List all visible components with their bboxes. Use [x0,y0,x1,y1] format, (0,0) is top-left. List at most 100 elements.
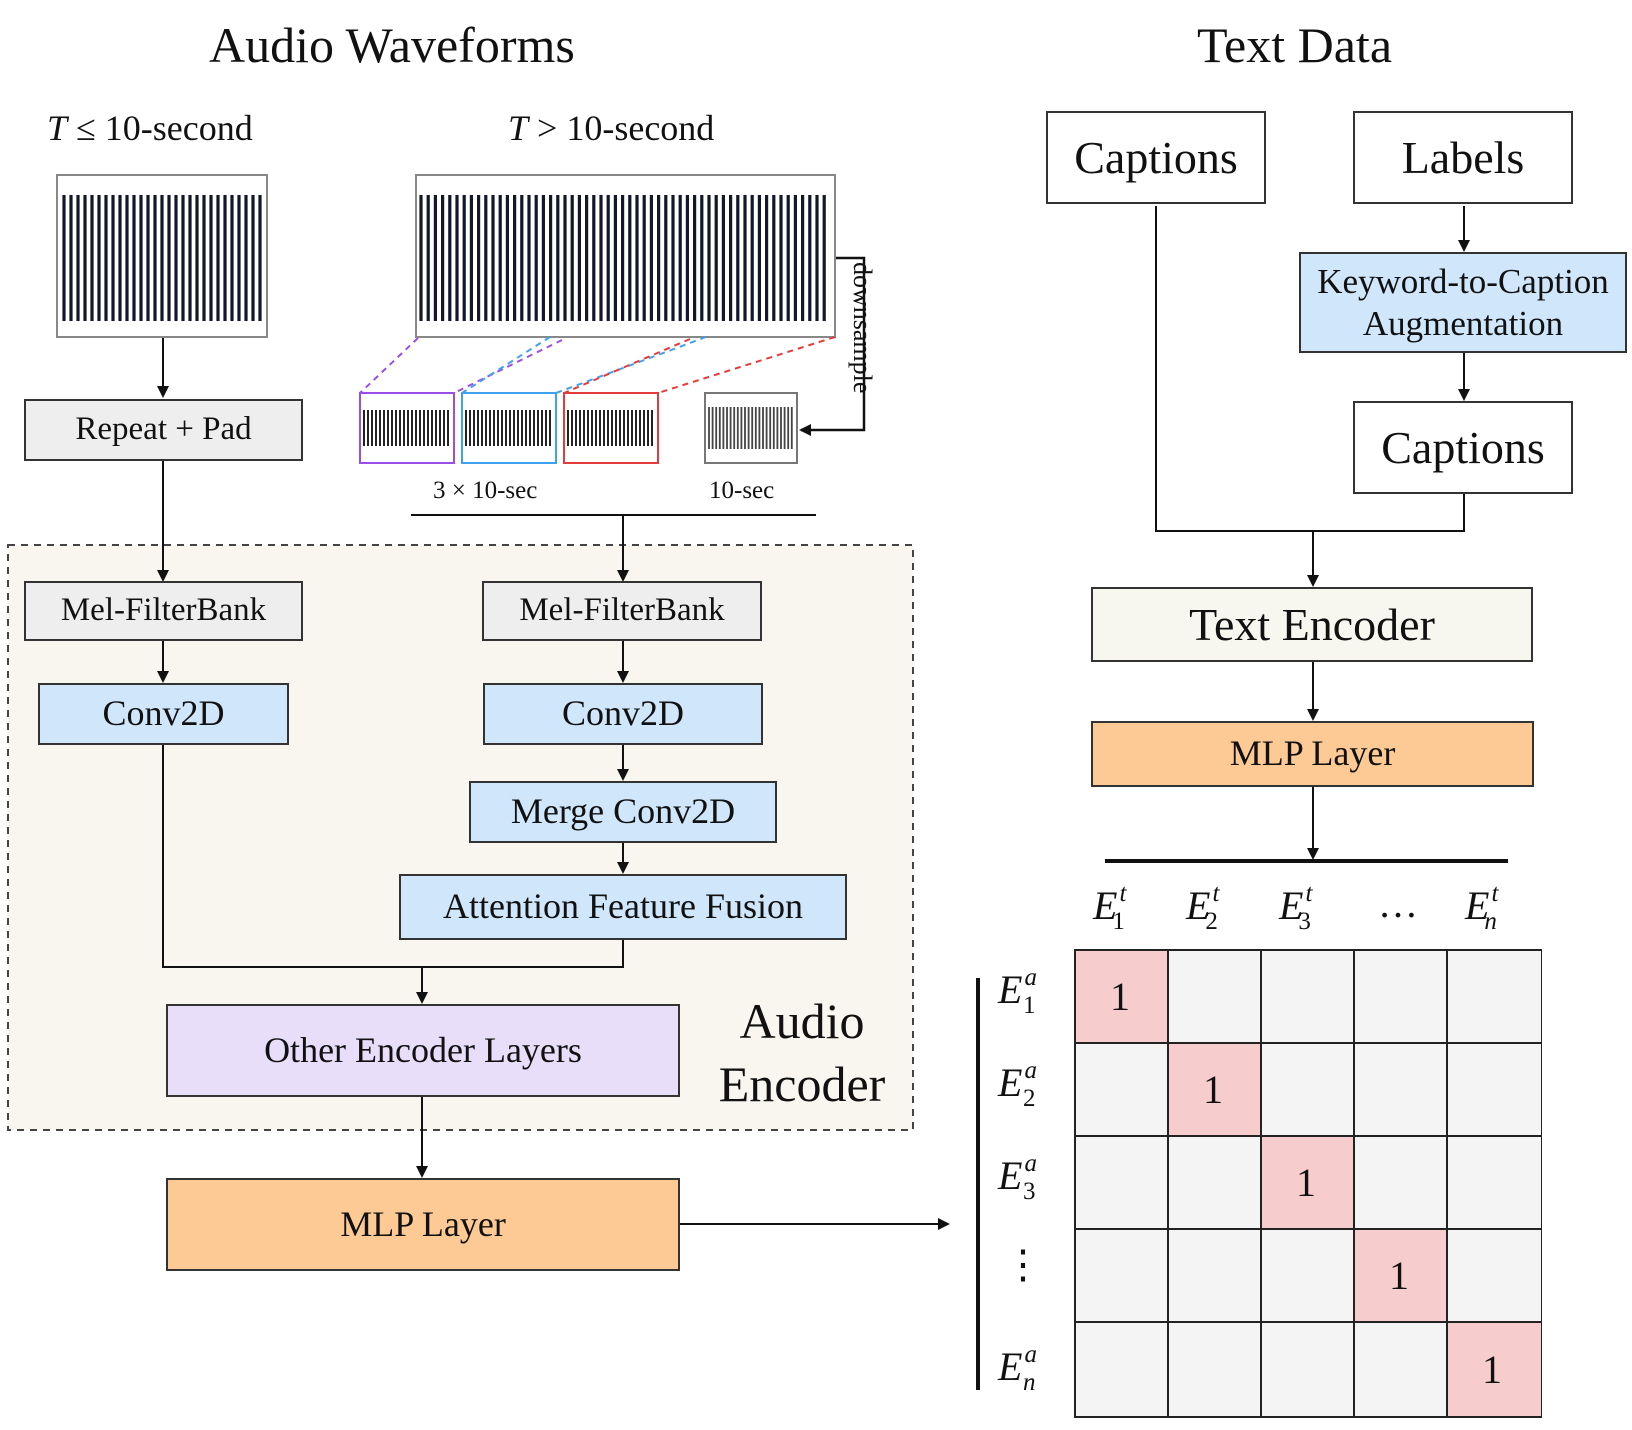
condition-variable: T [508,108,529,148]
audio-mlp-layer-box: MLP Layer [166,1178,680,1271]
merge-conv2d-box: Merge Conv2D [469,781,777,843]
attention-feature-fusion-box: Attention Feature Fusion [399,874,847,940]
labels-box: Labels [1353,111,1573,204]
matrix-cell [1448,951,1541,1044]
embedding-ellipsis: … [1378,881,1418,926]
embedding-base: E [1186,883,1211,928]
embedding-index: 1 [1112,908,1125,935]
matrix-cell-diagonal: 1 [1169,1044,1262,1137]
matrix-cell [1355,951,1448,1044]
mel-filterbank-left: Mel-FilterBank [24,581,303,641]
text-data-title: Text Data [1197,17,1393,73]
connector-captions-merge [1155,206,1465,532]
matrix-cell [1262,951,1355,1044]
audio-encoder-label-line2: Encoder [718,1055,886,1112]
embedding-base: E [998,1344,1023,1389]
matrix-cell [1076,1137,1169,1230]
matrix-cell-diagonal: 1 [1448,1323,1541,1416]
embedding-base: E [1279,883,1304,928]
matrix-cell [1169,1137,1262,1230]
audio-encoder-label: Audio Encoder [716,990,888,1115]
condition-relation: ≤ [76,108,96,148]
embedding-index: 2 [1205,908,1218,935]
text-mlp-layer-box: MLP Layer [1091,721,1534,787]
embedding-label: Et1 [1093,881,1137,934]
chunk-waveforms [363,407,793,449]
embedding-modality: a [1024,1150,1037,1177]
embedding-index: 3 [1022,1178,1036,1205]
matrix-cell [1262,1323,1355,1416]
conv2d-right: Conv2D [483,683,763,745]
embedding-base: E [1465,883,1490,928]
chunk-1-map-left [359,337,419,394]
chunk-2-map-right [555,336,707,394]
matrix-cell [1076,1323,1169,1416]
audio-waveforms-title: Audio Waveforms [209,17,575,73]
repeat-pad-box: Repeat + Pad [24,399,303,461]
embedding-index: 3 [1298,908,1311,935]
embedding-index: 1 [1022,992,1036,1019]
downsampled-chunk-frame [704,392,798,464]
matrix-cell-diagonal: 1 [1355,1230,1448,1323]
matrix-cell [1076,1230,1169,1323]
matrix-cell [1355,1044,1448,1137]
matrix-cell-diagonal: 1 [1076,951,1169,1044]
embedding-modality: a [1024,1341,1037,1368]
matrix-cell [1355,1323,1448,1416]
matrix-cell [1448,1137,1541,1230]
matrix-cell [1262,1230,1355,1323]
embedding-label: Ea1 [998,965,1047,1018]
chunks-label: 3 × 10-sec [433,477,538,504]
text-encoder-box: Text Encoder [1091,587,1533,662]
embedding-index: 2 [1022,1085,1036,1112]
matrix-cell-diagonal: 1 [1262,1137,1355,1230]
embedding-modality: t [1212,880,1220,907]
matrix-cell [1169,1323,1262,1416]
condition-relation: > [537,108,558,148]
embedding-label: Ean [998,1342,1047,1395]
embedding-base: E [1093,883,1118,928]
chunk-1-map-right [453,339,563,394]
short-audio-condition: T ≤ 10-second [47,110,253,146]
augmentation-line1: Keyword-to-Caption [1317,261,1609,301]
short-waveform [62,195,262,321]
condition-variable: T [47,108,68,148]
downsampled-label: 10-sec [709,477,775,504]
matrix-cell [1169,1230,1262,1323]
chunk-3-map-left [563,338,691,394]
downsample-label: downsample [848,262,877,394]
long-audio-condition: T > 10-second [508,110,714,146]
other-encoder-layers-box: Other Encoder Layers [166,1004,680,1097]
augmentation-line2: Augmentation [1362,303,1564,343]
embedding-index: n [1022,1369,1036,1396]
embedding-label: Ea3 [998,1151,1047,1204]
keyword-to-caption-augmentation-box: Keyword-to-Caption Augmentation [1299,252,1627,353]
matrix-cell [1355,1137,1448,1230]
augmented-captions-box: Captions [1353,401,1573,494]
mel-filterbank-right: Mel-FilterBank [482,581,762,641]
matrix-cell [1169,951,1262,1044]
embedding-base: E [998,1153,1023,1198]
captions-box: Captions [1046,111,1266,204]
embedding-label: Et3 [1279,881,1323,934]
embedding-base: E [998,1060,1023,1105]
audio-encoder-label-line1: Audio [739,993,865,1049]
matrix-cell [1448,1044,1541,1137]
connector-conv-left-to-fusion [162,745,624,968]
embedding-label: Et2 [1186,881,1230,934]
embedding-index: n [1484,908,1497,935]
embedding-modality: t [1305,880,1313,907]
matrix-cell [1262,1044,1355,1137]
embedding-label: Etn [1465,881,1509,934]
embedding-ellipsis: ⋮ [1003,1242,1043,1287]
embedding-modality: t [1491,880,1499,907]
chunk-3-map-right [657,336,836,394]
long-waveform [419,195,826,321]
conv2d-left: Conv2D [38,683,289,745]
embedding-modality: a [1024,1057,1037,1084]
chunk-2-map-left [461,336,551,394]
condition-duration: 10-second [95,108,253,148]
embedding-label: Ea2 [998,1058,1047,1111]
